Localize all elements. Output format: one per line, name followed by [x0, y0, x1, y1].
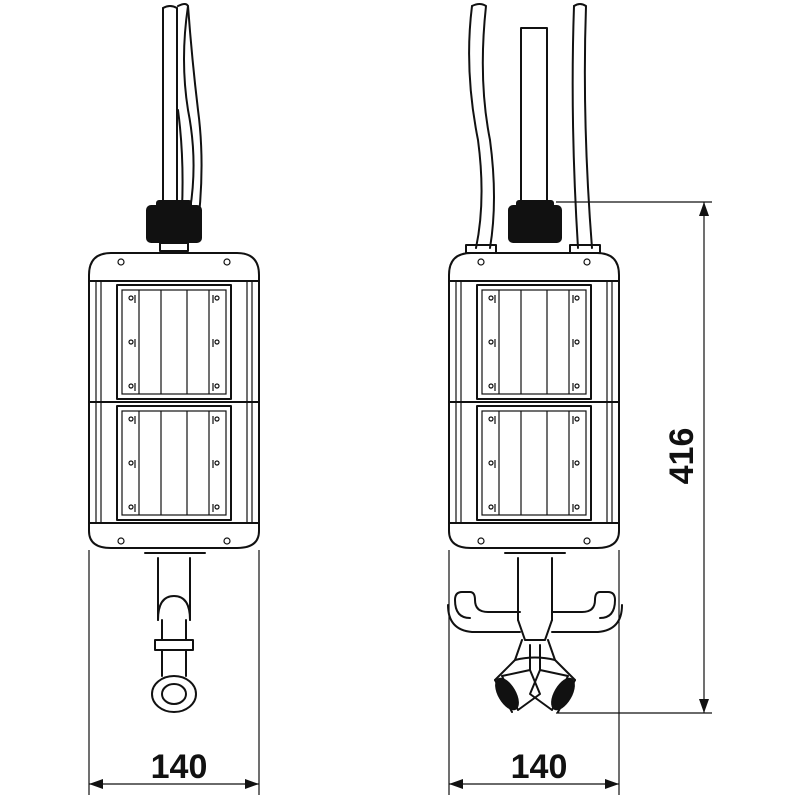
hook-side [144, 547, 206, 713]
right-view: 140 416 [447, 3, 712, 795]
cable-gland [508, 205, 562, 243]
dimension-width-left: 140 [151, 748, 208, 786]
dimension-width-right: 140 [511, 748, 568, 786]
hook-front [447, 547, 623, 713]
cable-gland [146, 205, 202, 243]
dimension-height: 416 [663, 428, 701, 485]
left-view: 140 [89, 3, 259, 795]
